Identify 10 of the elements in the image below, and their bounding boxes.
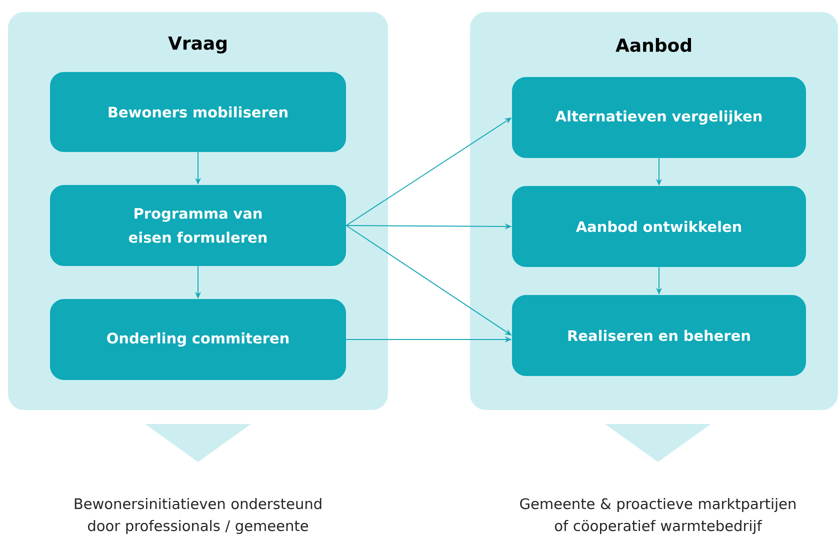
down-chevron — [145, 424, 251, 462]
caption: Bewonersinitiatieven ondersteund door professionals / gemeente — [74, 498, 322, 534]
process-box: Onderling commiteren — [50, 299, 346, 380]
down-chevron — [605, 424, 711, 462]
process-box: Alternatieven vergelijken — [512, 77, 806, 158]
process-box: Programma van eisen formuleren — [50, 184, 346, 266]
process-box: Realiseren en beheren — [512, 294, 806, 376]
caption: Gemeente & proactieve marktpartijen of cöoperatief warmtebedrijf — [520, 498, 796, 534]
process-box: Bewoners mobiliseren — [50, 72, 346, 152]
process-box: Aanbod ontwikkelen — [512, 186, 806, 267]
